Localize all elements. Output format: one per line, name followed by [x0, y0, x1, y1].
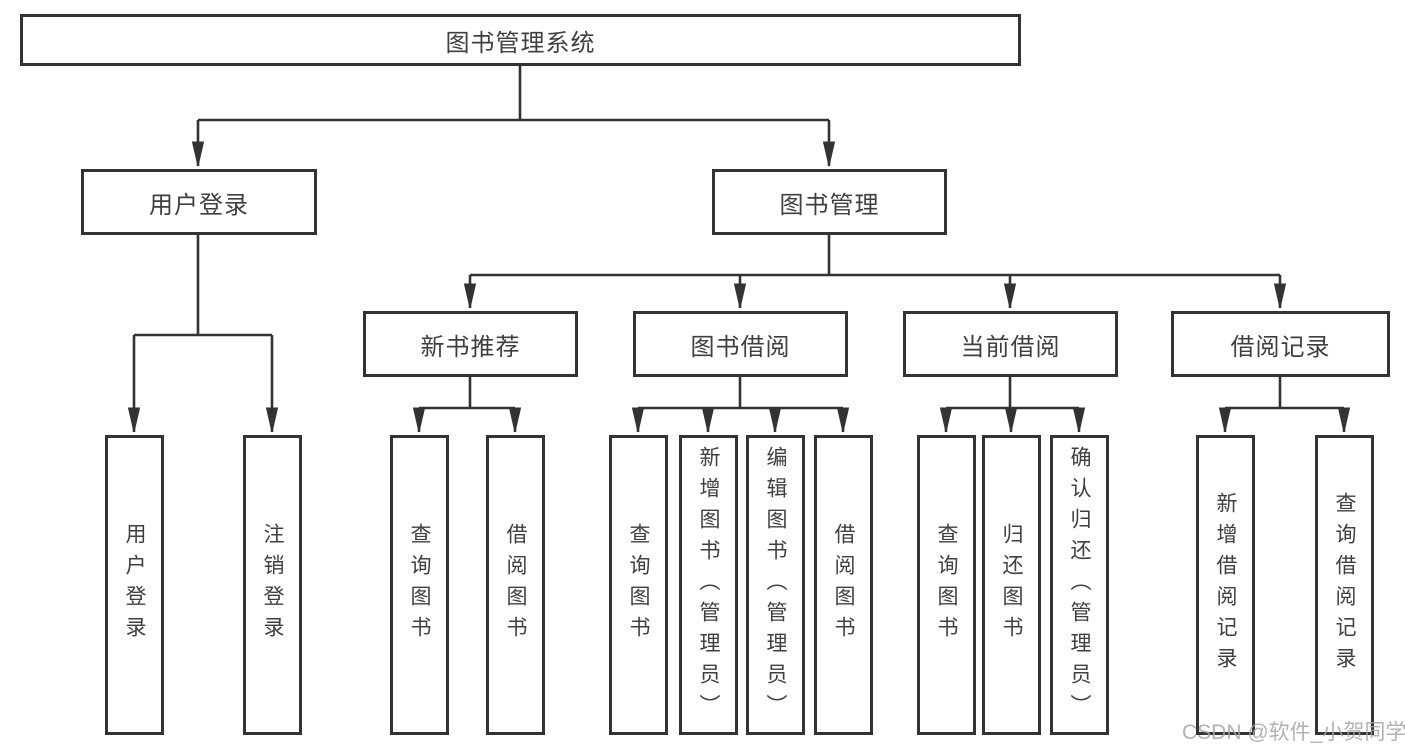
- node-new-book-recommend: 新书推荐: [363, 311, 578, 377]
- leaf-logout-login-label: 注销登录: [261, 523, 284, 647]
- leaf-user-login: 用户登录: [105, 435, 164, 735]
- node-library-system-label: 图书管理系统: [445, 29, 596, 57]
- leaf-borrow-books-recommend: 借阅图书: [486, 435, 545, 735]
- leaf-query-borrow-record-label: 查询借阅记录: [1333, 492, 1356, 678]
- leaf-query-books-current: 查询图书: [917, 435, 976, 735]
- leaf-return-book: 归还图书: [982, 435, 1041, 735]
- node-borrow-record-label: 借阅记录: [1230, 333, 1331, 361]
- node-book-borrow-label: 图书借阅: [690, 333, 791, 361]
- leaf-borrow-books-label: 借阅图书: [832, 523, 855, 647]
- node-new-book-recommend-label: 新书推荐: [420, 333, 521, 361]
- node-book-borrow: 图书借阅: [633, 311, 848, 377]
- node-user-login-label: 用户登录: [149, 191, 249, 219]
- leaf-add-book-admin-label: 新增图书（管理员）: [697, 445, 720, 725]
- leaf-user-login-label: 用户登录: [123, 523, 146, 647]
- leaf-logout-login: 注销登录: [243, 435, 302, 735]
- leaf-query-books-recommend-label: 查询图书: [408, 523, 431, 647]
- leaf-return-book-label: 归还图书: [1000, 523, 1023, 647]
- leaf-query-books-recommend: 查询图书: [390, 435, 449, 735]
- leaf-edit-book-admin-label: 编辑图书（管理员）: [764, 445, 787, 725]
- leaf-add-borrow-record-label: 新增借阅记录: [1214, 492, 1237, 678]
- node-book-management: 图书管理: [712, 169, 947, 235]
- leaf-confirm-return-admin: 确认归还（管理员）: [1050, 435, 1109, 735]
- leaf-borrow-books: 借阅图书: [814, 435, 873, 735]
- node-current-borrow-label: 当前借阅: [960, 333, 1061, 361]
- leaf-add-book-admin: 新增图书（管理员）: [679, 435, 738, 735]
- leaf-add-borrow-record: 新增借阅记录: [1196, 435, 1255, 735]
- node-current-borrow: 当前借阅: [903, 311, 1118, 377]
- leaf-query-books-borrow: 查询图书: [609, 435, 668, 735]
- node-borrow-record: 借阅记录: [1171, 311, 1390, 377]
- node-book-management-label: 图书管理: [779, 191, 880, 219]
- leaf-edit-book-admin: 编辑图书（管理员）: [746, 435, 805, 735]
- leaf-query-books-current-label: 查询图书: [935, 523, 958, 647]
- leaf-borrow-books-recommend-label: 借阅图书: [504, 523, 527, 647]
- node-user-login: 用户登录: [81, 169, 317, 235]
- csdn-watermark: CSDN @软件_小贺同学: [1182, 721, 1405, 744]
- leaf-query-borrow-record: 查询借阅记录: [1315, 435, 1374, 735]
- node-library-system: 图书管理系统: [20, 14, 1021, 66]
- leaf-query-books-borrow-label: 查询图书: [627, 523, 650, 647]
- leaf-confirm-return-admin-label: 确认归还（管理员）: [1068, 445, 1091, 725]
